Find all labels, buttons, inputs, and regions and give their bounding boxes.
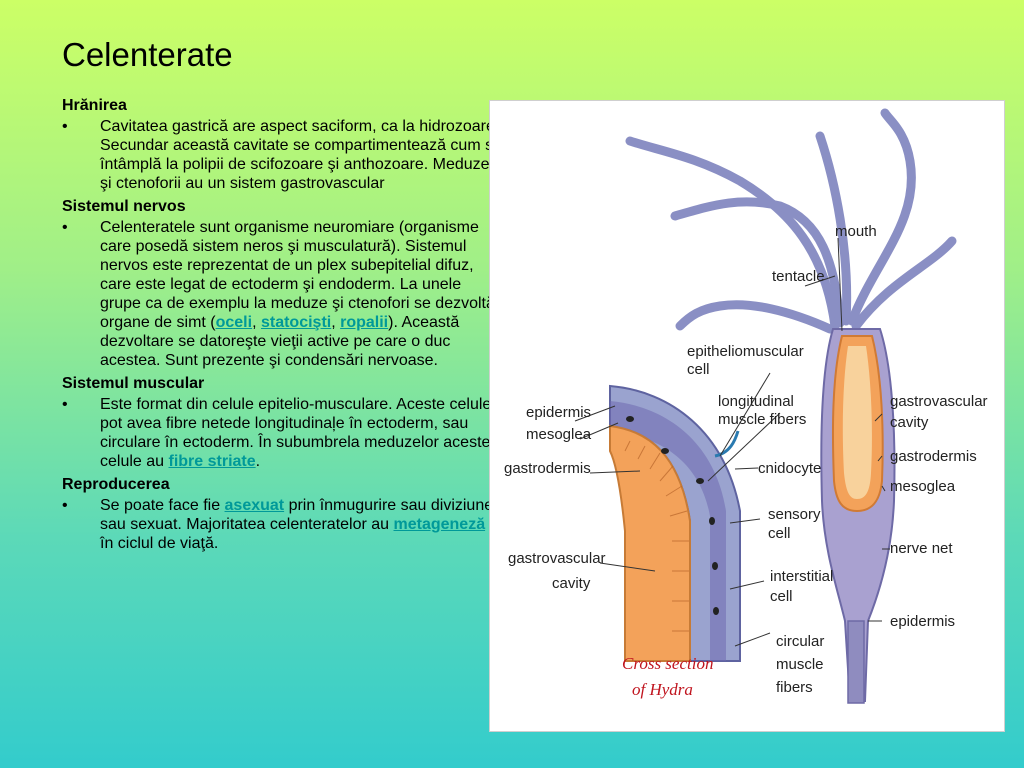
caption-line-2: of Hydra: [632, 680, 693, 699]
bullet-dot: •: [62, 497, 68, 514]
hydra-figure: mouth tentacle epitheliomuscular cell lo…: [489, 100, 1005, 732]
bullet-text: ,: [252, 314, 261, 331]
label-epitheliomuscular-2: cell: [687, 361, 710, 378]
bullet-text: .: [255, 453, 261, 470]
section-heading: Reproducerea: [62, 476, 170, 493]
section-heading: Sistemul muscular: [62, 375, 205, 392]
bullet-item: • Cavitatea gastrică are aspect saciform…: [62, 117, 502, 193]
label-interstitial-2: cell: [770, 588, 793, 605]
label-circular-3: fibers: [776, 679, 813, 696]
bullet-text: Se poate face fie: [100, 497, 225, 514]
label-longitudinal-2: muscle fibers: [718, 411, 806, 428]
label-nerve-net: nerve net: [890, 540, 953, 557]
link-fibre-striate[interactable]: fibre striate: [168, 453, 256, 470]
link-statocisti[interactable]: statocişti: [260, 314, 332, 331]
leader-lines: [574, 237, 890, 647]
label-mesoglea-left: mesoglea: [526, 426, 592, 443]
bullet-text: Este format din celule epitelio-muscular…: [100, 396, 492, 470]
cross-section: [609, 384, 741, 662]
text-content: Hrănirea • Cavitatea gastrică are aspect…: [62, 96, 502, 557]
section-heading: Hrănirea: [62, 97, 127, 114]
section-sistemul-nervos: Sistemul nervos • Celenteratele sunt org…: [62, 197, 502, 370]
hydra-body: [820, 328, 896, 704]
label-longitudinal: longitudinal: [718, 393, 794, 410]
bullet-text: în ciclul de viaţă.: [100, 535, 219, 552]
label-mesoglea-right: mesoglea: [890, 478, 956, 495]
link-asexuat[interactable]: asexuat: [224, 497, 285, 514]
bullet-item: • Este format din celule epitelio-muscul…: [62, 395, 502, 471]
tentacles: [625, 108, 957, 334]
label-gastrodermis-right: gastrodermis: [890, 448, 977, 465]
label-gv-right: gastrovascular: [890, 393, 988, 410]
slide-title: Celenterate: [62, 36, 233, 73]
label-gv-left-2: cavity: [552, 575, 591, 592]
bullet-dot: •: [62, 396, 68, 413]
label-epidermis-right: epidermis: [890, 613, 955, 630]
bullet-text: Celenteratele sunt organisme neuromiare …: [100, 219, 495, 331]
section-hranirea: Hrănirea • Cavitatea gastrică are aspect…: [62, 96, 502, 193]
hydra-diagram: mouth tentacle epitheliomuscular cell lo…: [504, 108, 988, 704]
bullet-text: ,: [331, 314, 341, 331]
label-interstitial: interstitial: [770, 568, 833, 585]
section-sistemul-muscular: Sistemul muscular • Este format din celu…: [62, 374, 502, 471]
label-circular: circular: [776, 633, 824, 650]
label-gastrodermis-left: gastrodermis: [504, 460, 591, 477]
label-epidermis-left: epidermis: [526, 404, 591, 421]
label-sensory-2: cell: [768, 525, 791, 542]
figure-labels: mouth tentacle epitheliomuscular cell lo…: [504, 223, 988, 699]
bullet-text: Cavitatea gastrică are aspect saciform, …: [100, 118, 503, 192]
bullet-text: prin înmugurire sau diviziune, sau sexua…: [100, 497, 498, 533]
bullet-item: • Se poate face fie asexuat prin înmugur…: [62, 496, 502, 553]
link-ropalii[interactable]: ropalii: [340, 314, 389, 331]
label-mouth: mouth: [835, 223, 877, 240]
section-heading: Sistemul nervos: [62, 198, 186, 215]
label-gv-right-2: cavity: [890, 414, 929, 431]
label-epitheliomuscular: epitheliomuscular: [687, 343, 804, 360]
bullet-item: • Celenteratele sunt organisme neuromiar…: [62, 218, 502, 370]
label-circular-2: muscle: [776, 656, 824, 673]
bullet-dot: •: [62, 219, 68, 236]
label-cnidocyte: cnidocyte: [758, 460, 821, 477]
caption-line-1: Cross section: [622, 654, 713, 673]
bullet-text: ). Această dezvoltare se datoreşte vieţi…: [100, 314, 460, 369]
label-tentacle: tentacle: [772, 268, 825, 285]
bullet-dot: •: [62, 118, 68, 135]
label-sensory: sensory: [768, 506, 821, 523]
section-reproducerea: Reproducerea • Se poate face fie asexuat…: [62, 475, 502, 553]
link-metageneza[interactable]: metageneză: [393, 516, 486, 533]
link-oceli[interactable]: oceli: [215, 314, 253, 331]
label-gv-left: gastrovascular: [508, 550, 606, 567]
